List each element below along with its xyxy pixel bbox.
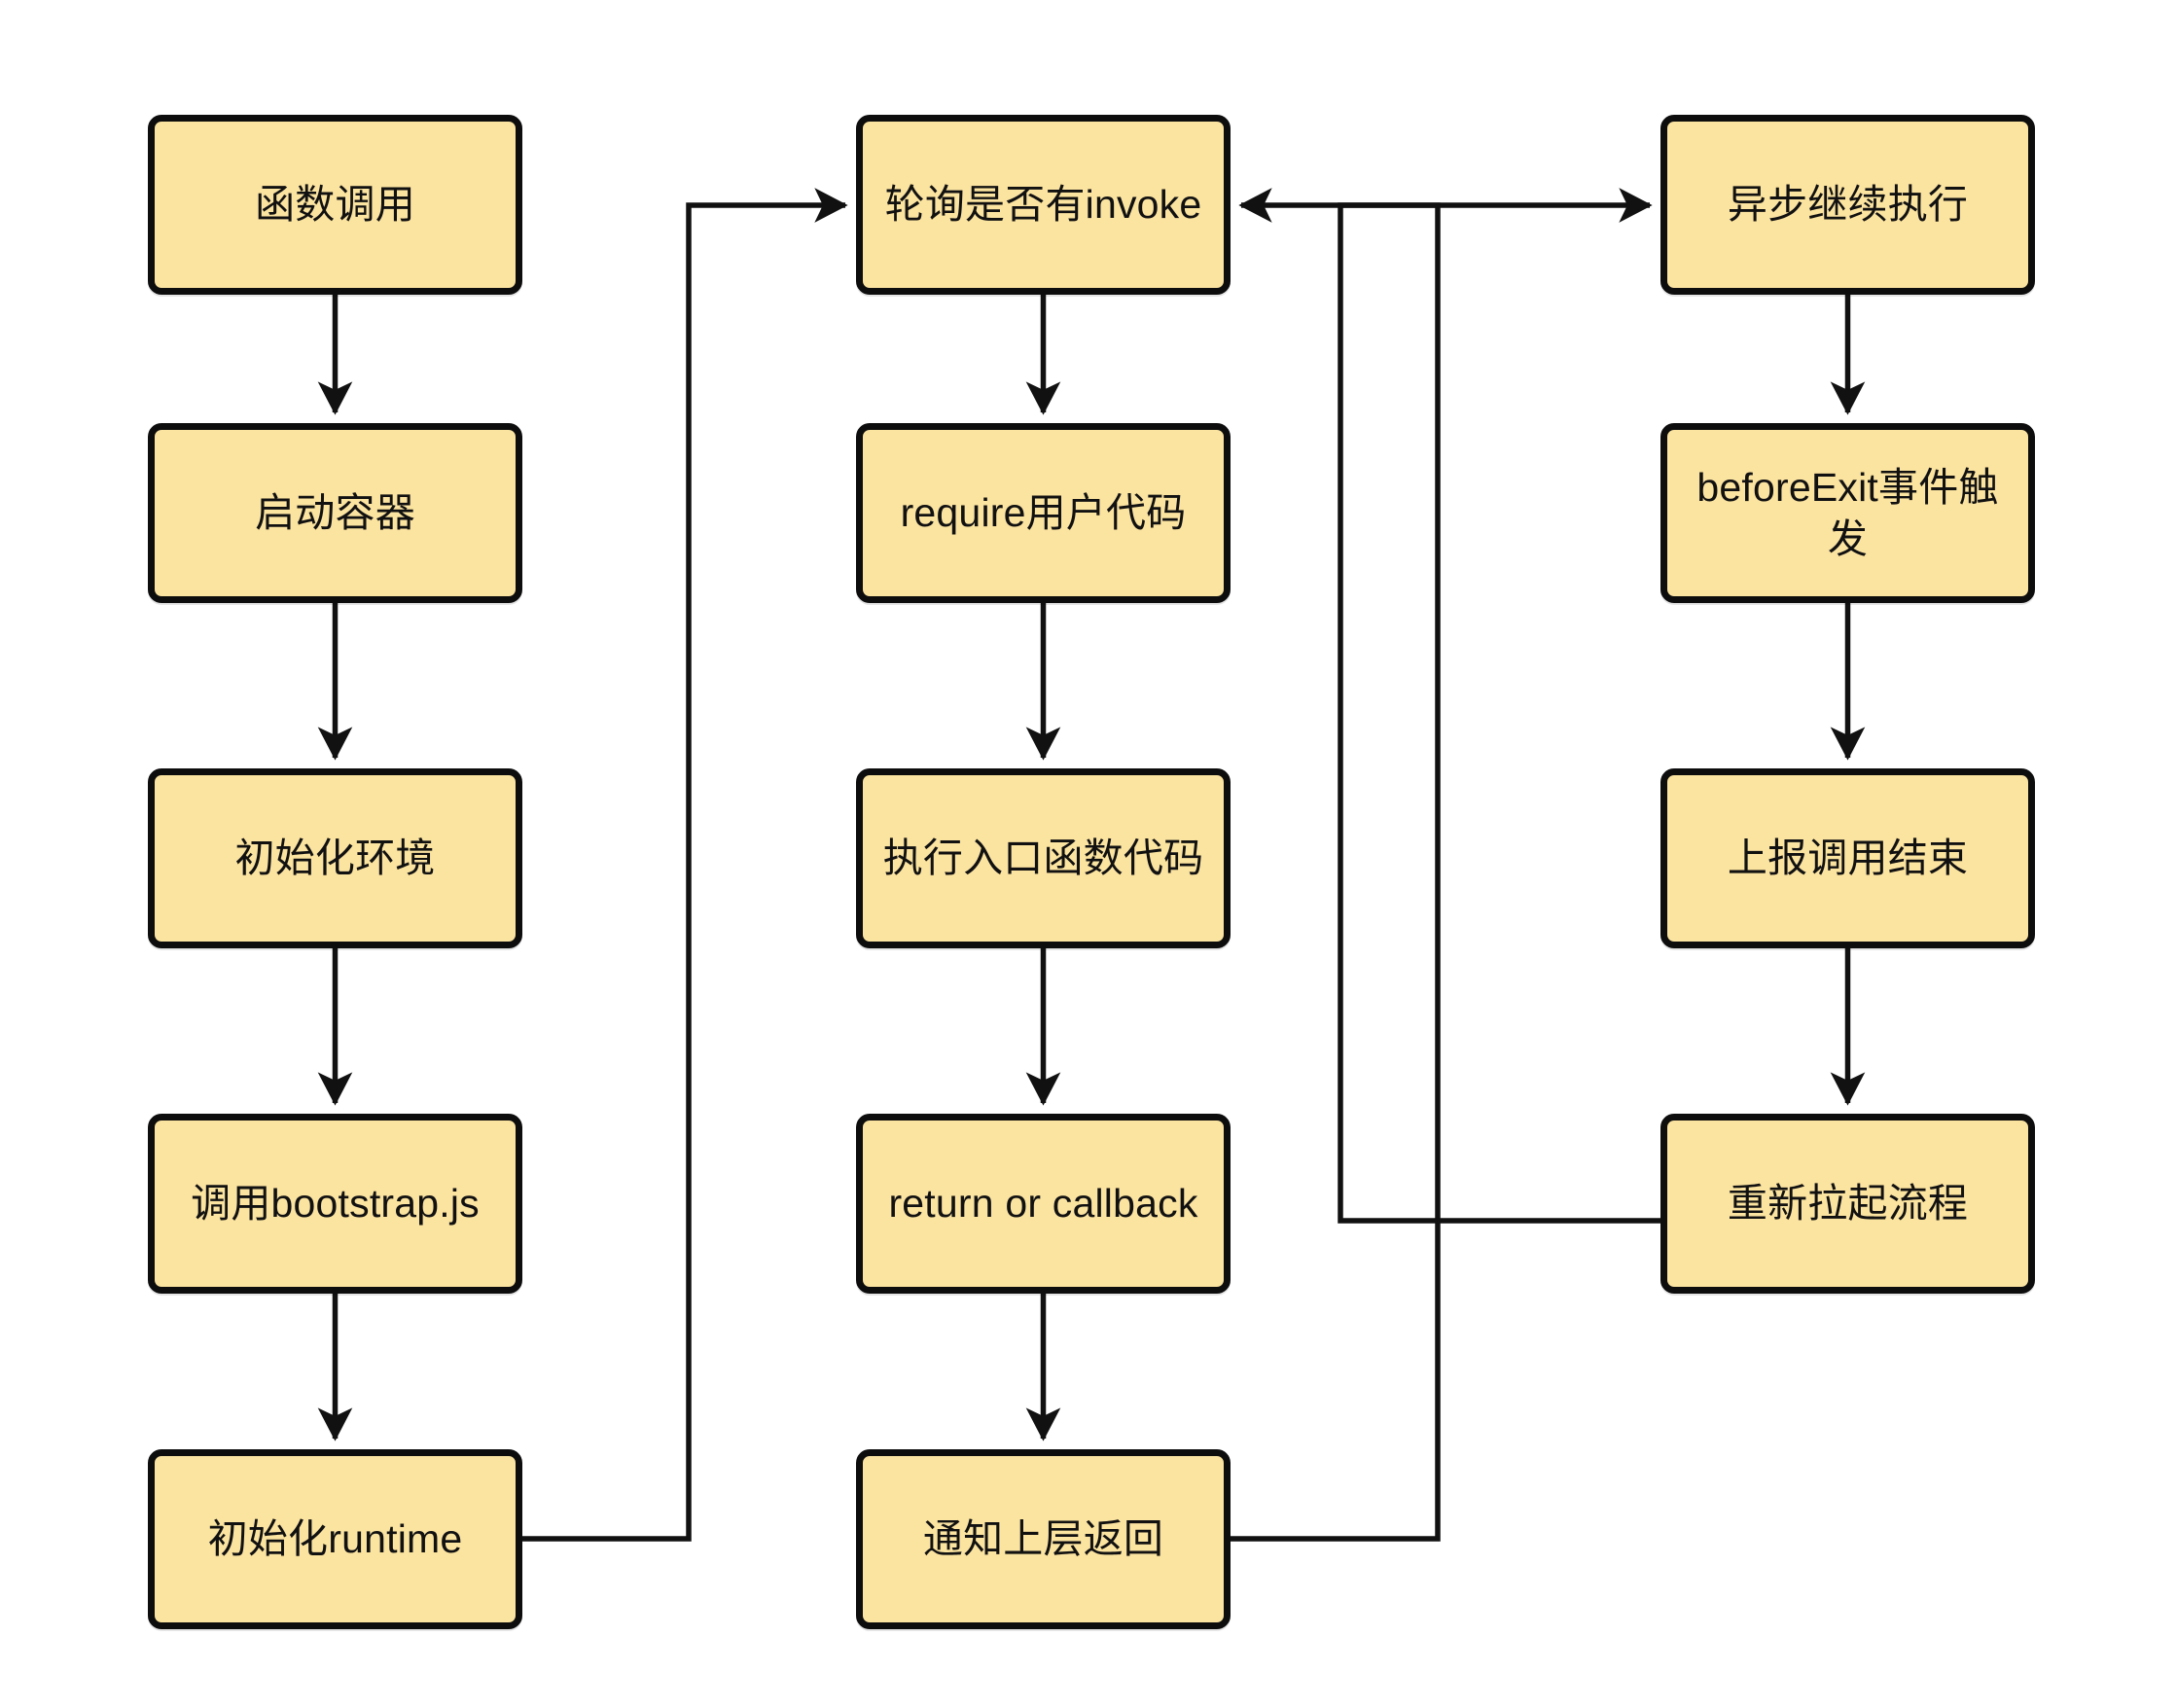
node-label: require用户代码 [900, 490, 1187, 536]
node-label: beforeExit事件触发 [1696, 465, 1999, 561]
node-label: 重新拉起流程 [1727, 1181, 1969, 1227]
node-init-runtime[interactable]: 初始化runtime [148, 1449, 522, 1629]
node-restart-process[interactable]: 重新拉起流程 [1660, 1114, 2035, 1294]
node-label: 执行入口函数代码 [882, 836, 1204, 881]
node-async-continue[interactable]: 异步继续执行 [1660, 115, 2035, 295]
node-label: 调用bootstrap.js [191, 1181, 480, 1227]
node-before-exit-event[interactable]: beforeExit事件触发 [1660, 423, 2035, 603]
node-label: 函数调用 [255, 182, 415, 228]
node-label: 启动容器 [255, 490, 415, 536]
node-label: 初始化环境 [234, 836, 436, 881]
node-notify-upper-return[interactable]: 通知上层返回 [856, 1449, 1231, 1629]
node-label: 通知上层返回 [922, 1516, 1164, 1562]
edge-n14-n11 [1338, 188, 1660, 1224]
node-label: return or callback [888, 1181, 1198, 1227]
node-call-bootstrap-js[interactable]: 调用bootstrap.js [148, 1114, 522, 1294]
node-poll-invoke[interactable]: 轮询是否有invoke [856, 115, 1231, 295]
edge-n5-n6 [522, 188, 848, 1542]
node-return-or-callback[interactable]: return or callback [856, 1114, 1231, 1294]
node-require-user-code[interactable]: require用户代码 [856, 423, 1231, 603]
node-init-environment[interactable]: 初始化环境 [148, 768, 522, 948]
node-function-call[interactable]: 函数调用 [148, 115, 522, 295]
node-execute-entry-function[interactable]: 执行入口函数代码 [856, 768, 1231, 948]
node-start-container[interactable]: 启动容器 [148, 423, 522, 603]
node-report-invoke-end[interactable]: 上报调用结束 [1660, 768, 2035, 948]
node-label: 上报调用结束 [1727, 836, 1969, 881]
node-label: 轮询是否有invoke [884, 182, 1202, 228]
edge-n10-n6 [1231, 188, 1441, 1542]
node-label: 异步继续执行 [1727, 182, 1969, 228]
node-label: 初始化runtime [207, 1516, 463, 1562]
